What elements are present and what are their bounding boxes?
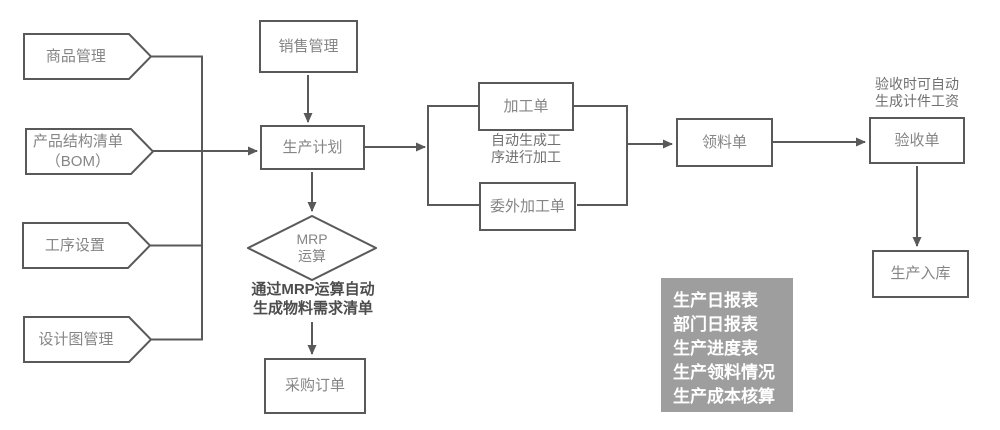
node-label: 领料单 bbox=[701, 133, 747, 151]
report-item: 生产日报表 bbox=[673, 291, 758, 310]
work-order-split-bracket bbox=[427, 105, 479, 206]
diamond-shape bbox=[247, 215, 377, 281]
node-label: 设计图管理 bbox=[38, 330, 114, 348]
annotation-mrp: 通过MRP运算自动 生成物料需求清单 bbox=[240, 281, 386, 319]
node-label: 生产计划 bbox=[282, 138, 343, 156]
node-process-setup: 工序设置 bbox=[22, 222, 151, 269]
node-mrp-diamond: MRP 运算 bbox=[247, 215, 377, 281]
node-product-management: 商品管理 bbox=[23, 33, 152, 80]
node-label: 产品结构清单 （BOM） bbox=[25, 128, 131, 175]
node-label: 采购订单 bbox=[284, 377, 345, 395]
node-label: 生产入库 bbox=[890, 265, 951, 283]
node-acceptance: 验收单 bbox=[869, 117, 965, 164]
node-label: 加工单 bbox=[503, 97, 549, 115]
pentagon-shape bbox=[23, 33, 152, 80]
node-label: 验收单 bbox=[894, 131, 940, 149]
pentagon-shape bbox=[23, 316, 152, 363]
node-label-line2: 运算 bbox=[298, 248, 326, 264]
annotation-auto-process: 自动生成工 序进行加工 bbox=[478, 132, 574, 166]
node-label: 委外加工单 bbox=[489, 197, 565, 215]
node-bom: 产品结构清单 （BOM） bbox=[25, 128, 154, 175]
node-label: 销售管理 bbox=[278, 37, 339, 55]
node-sales-management: 销售管理 bbox=[259, 20, 358, 73]
node-label-line1: 产品结构清单 bbox=[32, 132, 123, 150]
pentagon-shape bbox=[25, 128, 154, 175]
annotation-line1: 自动生成工 bbox=[491, 132, 561, 148]
node-work-order: 加工单 bbox=[478, 82, 574, 131]
report-item: 生产成本核算 bbox=[673, 387, 775, 406]
input-collector-lines bbox=[149, 55, 203, 341]
report-item: 生产进度表 bbox=[673, 339, 758, 358]
node-material-requisition: 领料单 bbox=[676, 118, 773, 167]
annotation-line2: 生成物料需求清单 bbox=[252, 299, 373, 317]
node-label: MRP 运算 bbox=[247, 215, 377, 281]
annotation-line1: 验收时可自动 bbox=[875, 76, 959, 92]
node-label-line1: MRP bbox=[296, 231, 328, 248]
node-label-line2: （BOM） bbox=[45, 152, 110, 170]
report-item: 部门日报表 bbox=[673, 315, 758, 334]
node-purchase-order: 采购订单 bbox=[264, 358, 366, 414]
report-list: 生产日报表 部门日报表 生产进度表 生产领料情况 生产成本核算 bbox=[661, 278, 793, 412]
node-production-inbound: 生产入库 bbox=[872, 250, 969, 298]
work-order-merge-bracket bbox=[574, 105, 628, 206]
annotation-line2: 序进行加工 bbox=[491, 149, 561, 166]
node-label: 工序设置 bbox=[44, 236, 105, 254]
node-label: 商品管理 bbox=[45, 47, 106, 65]
annotation-acceptance: 验收时可自动 生成计件工资 bbox=[869, 76, 965, 110]
node-outsource-order: 委外加工单 bbox=[479, 182, 576, 231]
node-production-plan: 生产计划 bbox=[260, 125, 365, 170]
annotation-line1: 通过MRP运算自动 bbox=[251, 281, 375, 298]
report-item: 生产领料情况 bbox=[673, 363, 775, 382]
annotation-line2: 生成计件工资 bbox=[875, 93, 959, 110]
node-design-management: 设计图管理 bbox=[23, 316, 152, 363]
pentagon-shape bbox=[22, 222, 151, 269]
